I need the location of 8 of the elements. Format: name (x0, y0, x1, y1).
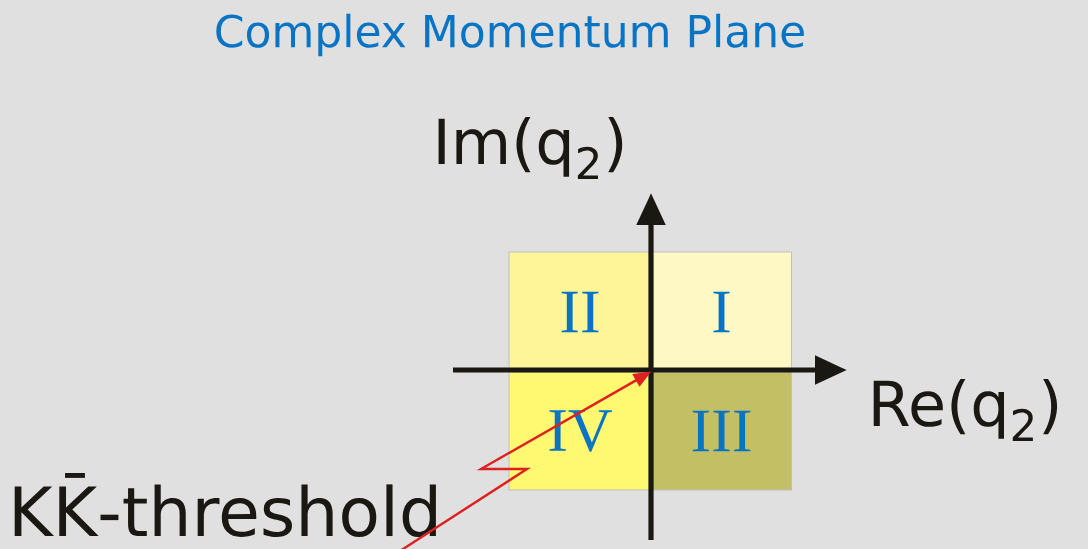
axis-label: Im(q$_{2}$) (438, 116, 623, 180)
axis-label: Re(q$_{2}$) (873, 378, 1058, 442)
quadrant-box: IV (508, 371, 652, 491)
quadrant-box: III (651, 371, 792, 491)
quadrant-box: II (508, 251, 652, 373)
threshold-label: KK̄-threshold (14, 473, 436, 537)
title: Complex Momentum Plane (216, 13, 804, 57)
quadrant-box: I (651, 251, 792, 373)
